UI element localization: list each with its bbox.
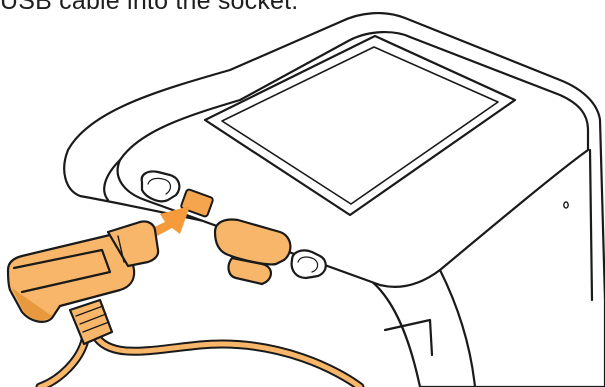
device-hole [564, 202, 568, 208]
cable-wire-lower [40, 340, 85, 387]
usb-device-icon [64, 13, 605, 387]
strain-relief [70, 300, 112, 344]
left-button [142, 171, 180, 201]
